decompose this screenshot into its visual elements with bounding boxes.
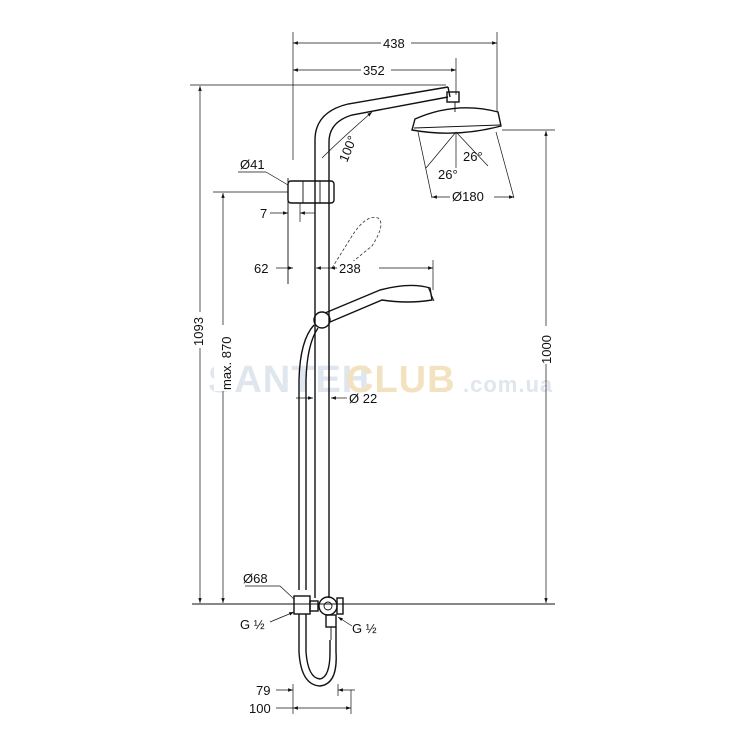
watermark-domain: .com.ua bbox=[463, 372, 553, 397]
overhead-shower-head bbox=[411, 102, 515, 199]
dim-pipe-diameter: Ø 22 bbox=[349, 391, 377, 406]
dim-height-total: 1093 bbox=[191, 317, 206, 346]
dim-bracket-offset: 7 bbox=[260, 206, 267, 221]
shower-column bbox=[314, 86, 460, 598]
dimension-valve-diameter: Ø68 bbox=[243, 571, 295, 600]
mixer-valve bbox=[192, 595, 555, 687]
dimension-bracket-offset: 7 bbox=[260, 203, 315, 222]
dim-valve-diameter: Ø68 bbox=[243, 571, 268, 586]
dim-width-arm: 352 bbox=[363, 63, 385, 78]
hand-shower bbox=[298, 217, 435, 590]
dim-handshower-reach: 238 bbox=[339, 261, 361, 276]
dim-thread-left: G ½ bbox=[240, 617, 265, 632]
dimension-438: 438 bbox=[292, 32, 498, 160]
dim-height-head: 1000 bbox=[539, 335, 554, 364]
dimension-1093: 1093 bbox=[189, 84, 446, 603]
dimension-pipe-diameter: Ø 22 bbox=[296, 391, 377, 406]
dimension-352: 352 bbox=[293, 58, 457, 95]
dimension-bracket-diameter: Ø41 bbox=[238, 157, 289, 186]
dim-thread-right: G ½ bbox=[352, 621, 377, 636]
dim-head-diameter: Ø180 bbox=[452, 189, 484, 204]
dimension-spray: 26° 26° Ø180 bbox=[432, 149, 514, 204]
dim-spray-angle-left: 26° bbox=[438, 167, 458, 182]
dimension-bottom: 79 100 bbox=[249, 683, 355, 716]
dimension-max-870: max. 870 bbox=[213, 191, 288, 603]
dim-height-max: max. 870 bbox=[219, 337, 234, 390]
watermark-santeh: SANTEH bbox=[208, 359, 370, 401]
dim-spray-angle-right: 26° bbox=[463, 149, 483, 164]
wall-bracket bbox=[287, 178, 335, 284]
dimension-handshower: 62 238 bbox=[254, 260, 434, 290]
dim-arm-angle: 100° bbox=[336, 134, 360, 165]
dim-hose-width: 79 bbox=[256, 683, 270, 698]
dimension-threads: G ½ G ½ bbox=[240, 611, 377, 636]
dim-bracket-diameter: Ø41 bbox=[240, 157, 265, 172]
dim-width-total: 438 bbox=[383, 36, 405, 51]
dim-wall-offset: 62 bbox=[254, 261, 268, 276]
dimension-1000: 1000 bbox=[502, 129, 555, 603]
watermark: SANTEH CLUB .com.ua bbox=[208, 359, 553, 401]
dim-valve-width: 100 bbox=[249, 701, 271, 716]
watermark-club: CLUB bbox=[346, 359, 456, 401]
